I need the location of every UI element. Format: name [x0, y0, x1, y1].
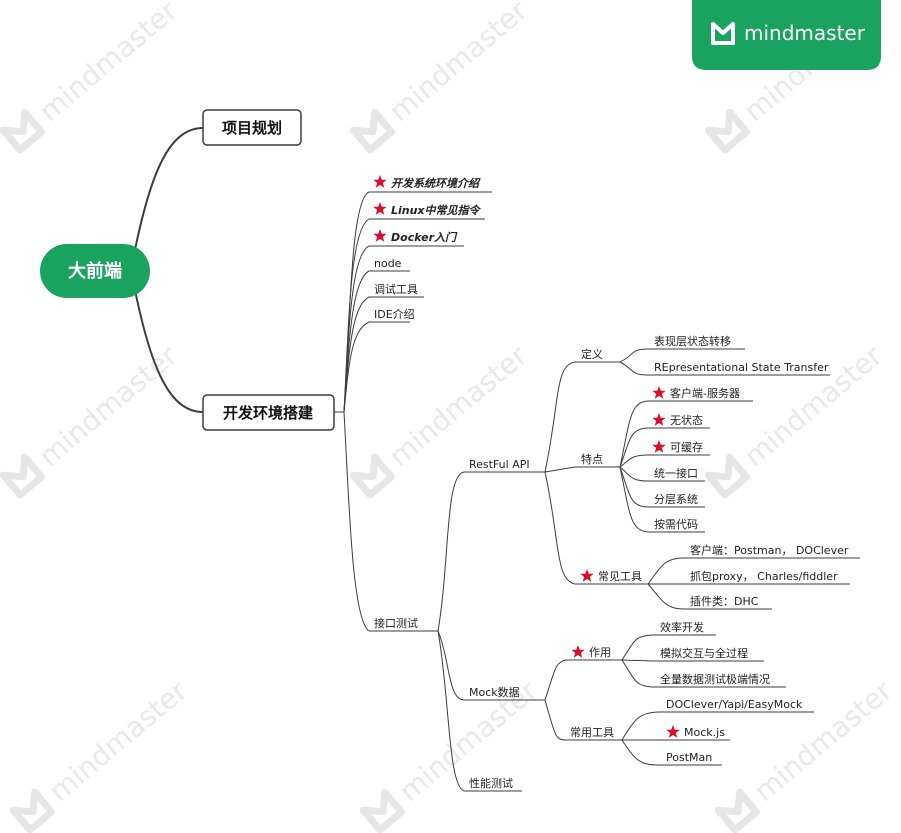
- svg-text:无状态: 无状态: [670, 413, 703, 427]
- leaf-feature-4[interactable]: 统一接口: [654, 467, 698, 480]
- star-icon: [580, 569, 594, 582]
- subtopic-mock-data[interactable]: Mock数据: [469, 685, 520, 699]
- api-test-branches: [437, 471, 545, 792]
- svg-text:Mock.js: Mock.js: [684, 726, 725, 739]
- watermark-text: mindmaster: [748, 674, 899, 808]
- leaf-feature-2[interactable]: 无状态: [652, 413, 703, 427]
- subtopic-debug-tools[interactable]: 调试工具: [374, 283, 418, 296]
- brand-badge: mindmaster: [692, 0, 881, 70]
- subtopic-api-test[interactable]: 接口测试: [374, 617, 418, 630]
- leaf-definition-1[interactable]: 表现层状态转移: [654, 334, 731, 348]
- watermark-logo-icon: [3, 112, 41, 150]
- topic-label: 开发环境搭建: [223, 404, 314, 422]
- watermark-text: mindmaster: [33, 339, 184, 473]
- leaf-purpose-2[interactable]: 模拟交互与全过程: [660, 646, 748, 660]
- leaf-mock-tool-3[interactable]: PostMan: [666, 751, 712, 764]
- subtopic-common-tools[interactable]: 常见工具: [580, 569, 642, 583]
- leaf-feature-5[interactable]: 分层系统: [654, 493, 698, 506]
- leaf-mock-tool-1[interactable]: DOClever/Yapi/EasyMock: [666, 698, 803, 711]
- watermark-logo-icon: [363, 792, 401, 830]
- topic-label: 项目规划: [222, 119, 282, 137]
- leaf-definition-2[interactable]: REpresentational State Transfer: [654, 361, 829, 374]
- star-icon: [652, 386, 666, 399]
- star-icon: [373, 202, 387, 215]
- subtopic-env-intro[interactable]: 开发系统环境介绍: [373, 175, 481, 190]
- leaf-purpose-1[interactable]: 效率开发: [660, 620, 704, 634]
- brand-name: mindmaster: [744, 21, 866, 45]
- star-icon: [652, 413, 666, 426]
- svg-text:常见工具: 常见工具: [598, 570, 642, 583]
- watermark-text: mindmaster: [43, 674, 194, 808]
- subtopic-features[interactable]: 特点: [581, 452, 603, 466]
- watermark-text: mindmaster: [738, 339, 889, 473]
- mindmaster-logo-icon: [711, 22, 735, 45]
- root-node[interactable]: 大前端: [40, 244, 150, 298]
- subtopic-ide[interactable]: IDE介绍: [374, 307, 415, 321]
- watermark-logo-icon: [353, 457, 391, 495]
- watermark-logo-icon: [718, 792, 756, 830]
- subtopic-node[interactable]: node: [374, 257, 402, 270]
- mock-branches: [544, 634, 814, 766]
- leaf-tool-2[interactable]: 抓包proxy， Charles/fiddler: [690, 569, 838, 583]
- topic-dev-env[interactable]: 开发环境搭建: [202, 394, 335, 431]
- leaf-tool-3[interactable]: 插件类：DHC: [690, 594, 759, 608]
- watermark-logo-icon: [353, 112, 391, 150]
- restful-branches: [544, 348, 860, 610]
- leaf-purpose-3[interactable]: 全量数据测试极端情况: [660, 672, 770, 686]
- leaf-mock-tool-2[interactable]: Mock.js: [666, 725, 725, 739]
- watermark-text: mindmaster: [33, 0, 184, 128]
- topic-project-planning[interactable]: 项目规划: [202, 109, 302, 146]
- watermark-text: mindmaster: [383, 339, 534, 473]
- leaf-feature-3[interactable]: 可缓存: [652, 440, 703, 454]
- svg-text:可缓存: 可缓存: [670, 440, 703, 454]
- svg-text:客户端-服务器: 客户端-服务器: [670, 386, 740, 400]
- svg-text:开发系统环境介绍: 开发系统环境介绍: [391, 177, 481, 190]
- subtopic-restful-api[interactable]: RestFul API: [469, 458, 530, 471]
- watermark-logo-icon: [708, 457, 746, 495]
- subtopic-perf-test[interactable]: 性能测试: [469, 776, 513, 790]
- watermark-text: mindmaster: [383, 0, 534, 128]
- watermark-logo-icon: [13, 792, 51, 830]
- star-icon: [571, 645, 585, 658]
- root-label: 大前端: [68, 260, 122, 282]
- star-icon: [666, 725, 680, 738]
- subtopic-mock-purpose[interactable]: 作用: [571, 645, 611, 659]
- leaf-feature-1[interactable]: 客户端-服务器: [652, 386, 740, 400]
- svg-text:Docker入门: Docker入门: [391, 231, 458, 244]
- watermark-logo-icon: [3, 457, 41, 495]
- subtopic-linux[interactable]: Linux中常见指令: [373, 202, 482, 217]
- star-icon: [373, 229, 387, 242]
- env-branches: [334, 191, 492, 632]
- star-icon: [652, 440, 666, 453]
- watermark-logo-icon: [708, 112, 746, 150]
- subtopic-mock-tools[interactable]: 常用工具: [570, 726, 614, 739]
- svg-text:作用: 作用: [589, 646, 611, 659]
- svg-text:Linux中常见指令: Linux中常见指令: [391, 204, 482, 217]
- main-branches: [131, 127, 204, 413]
- leaf-feature-6[interactable]: 按需代码: [654, 517, 698, 531]
- leaf-tool-1[interactable]: 客户端：Postman， DOClever: [690, 543, 849, 557]
- subtopic-definition[interactable]: 定义: [581, 347, 603, 361]
- star-icon: [373, 175, 387, 188]
- subtopic-docker[interactable]: Docker入门: [373, 229, 458, 244]
